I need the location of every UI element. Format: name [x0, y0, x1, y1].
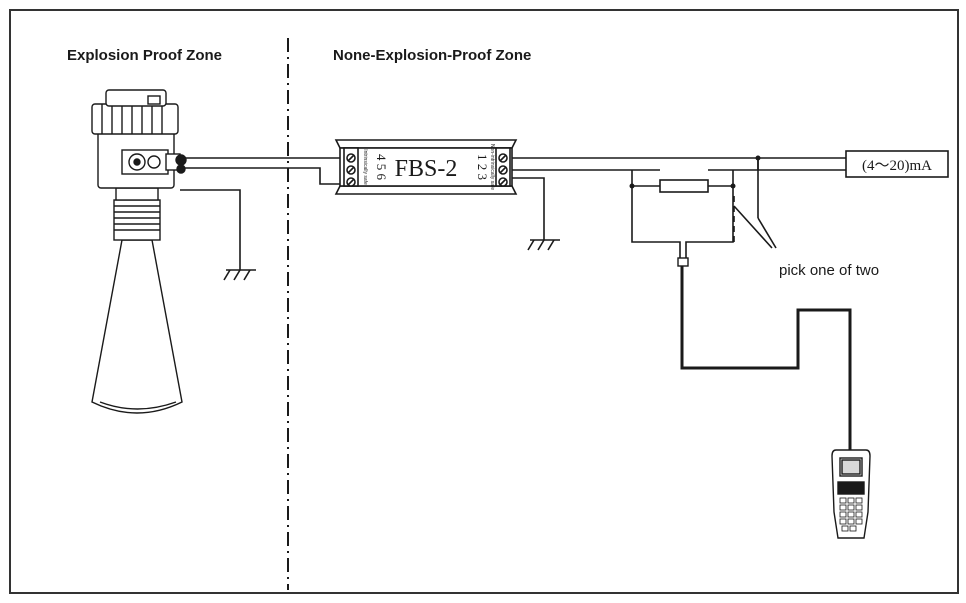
ground-symbol-icon	[527, 239, 560, 251]
pick-one-note: pick one of two	[779, 262, 879, 279]
barrier-model-label: FBS-2	[395, 156, 458, 182]
safe-side-wiring	[512, 157, 852, 450]
safety-barrier	[334, 139, 518, 195]
junction-dot	[755, 155, 761, 161]
ground-symbol-icon	[223, 269, 256, 281]
hazardous-side-wiring	[180, 157, 344, 270]
current-output-box	[845, 150, 949, 178]
cable-connector	[677, 257, 689, 267]
current-output-label: (4〜20)mA	[862, 158, 932, 174]
radar-level-transmitter-icon	[91, 89, 187, 414]
barrier-left-terminal-numbers: 4 5 6	[374, 154, 389, 181]
non-explosion-proof-zone-title: None-Explosion-Proof Zone	[333, 47, 532, 64]
barrier-right-terminal-numbers: 1 2 3	[475, 154, 490, 180]
hart-handheld-communicator-icon	[831, 449, 871, 539]
barrier-right-side-label: Non-intrinsically safe	[489, 144, 495, 190]
barrier-left-side-label: Intrinsically safe	[362, 149, 368, 185]
explosion-proof-zone-title: Explosion Proof Zone	[67, 47, 223, 64]
resistor-icon	[659, 179, 709, 193]
